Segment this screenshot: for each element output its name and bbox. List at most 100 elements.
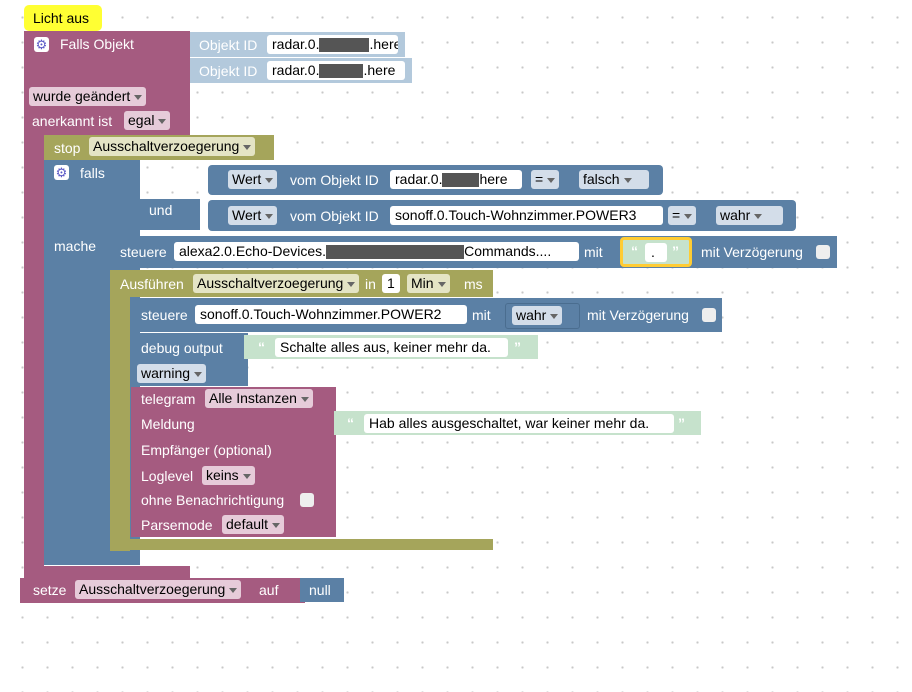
- timeout-left-bar: [110, 270, 130, 551]
- telegram-instance-value: Alle Instanzen: [209, 390, 297, 406]
- close-quote-icon: ”: [514, 339, 521, 355]
- chevron-down-icon: [134, 94, 143, 100]
- open-quote-icon: “: [347, 415, 354, 431]
- ack-dropdown[interactable]: egal: [124, 111, 171, 130]
- cond1-value-label: Wert: [232, 171, 262, 187]
- do-label: mache: [54, 238, 97, 254]
- control-sonoff-value-dropdown[interactable]: wahr: [512, 306, 563, 325]
- timeout-ms-label: ms: [464, 276, 483, 292]
- control-sonoff-label: steuere: [141, 307, 188, 323]
- control-sonoff-object-text: sonoff.0.Touch-Wohnzimmer.POWER2: [200, 306, 442, 322]
- if-label: falls: [80, 165, 105, 181]
- cond2-value-dropdown[interactable]: Wert: [228, 206, 278, 225]
- control-alexa-object-prefix: alexa2.0.Echo-Devices.: [179, 243, 327, 259]
- chevron-down-icon: [300, 396, 309, 402]
- control-alexa-object-suffix: Commands....: [464, 243, 552, 259]
- cond1-op-value: =: [535, 171, 544, 187]
- cond1-compare-value: falsch: [583, 171, 620, 187]
- control-alexa-with-label: mit: [584, 244, 603, 260]
- cond1-value-dropdown[interactable]: Wert: [228, 170, 278, 189]
- object-id-field-1[interactable]: radar.0. .here: [267, 35, 398, 54]
- telegram-message-label: Meldung: [141, 416, 195, 432]
- telegram-parsemode-value: default: [226, 516, 269, 532]
- timeout-amount-field[interactable]: 1: [382, 274, 400, 293]
- timeout-timer-dropdown[interactable]: Ausschaltverzoegerung: [193, 274, 360, 293]
- chevron-down-icon: [158, 118, 167, 124]
- gear-icon[interactable]: ⚙: [54, 165, 69, 180]
- script-title: Licht aus: [33, 10, 90, 26]
- open-quote-icon: “: [631, 243, 638, 259]
- debug-label: debug output: [141, 340, 223, 356]
- chevron-down-icon: [550, 313, 559, 319]
- stop-label: stop: [54, 140, 81, 156]
- redacted-mark: [319, 38, 370, 53]
- timeout-timer-value: Ausschaltverzoegerung: [197, 275, 344, 291]
- chevron-down-icon: [265, 177, 274, 183]
- object-id-text-1: radar.0.: [272, 36, 320, 52]
- cond2-value-label: Wert: [232, 207, 262, 223]
- chevron-down-icon: [754, 213, 763, 219]
- and-block[interactable]: [140, 199, 200, 230]
- object-id-suffix-1: .here: [369, 36, 398, 52]
- chevron-down-icon: [272, 522, 281, 528]
- chevron-down-icon: [243, 144, 252, 150]
- telegram-recipient-label: Empfänger (optional): [141, 442, 272, 458]
- trigger-bottom: [24, 566, 190, 578]
- telegram-parsemode-dropdown[interactable]: default: [222, 515, 285, 534]
- debug-level-value: warning: [141, 365, 191, 381]
- debug-level-dropdown[interactable]: warning: [137, 364, 207, 383]
- control-alexa-label: steuere: [120, 244, 167, 260]
- timeout-unit-dropdown[interactable]: Min: [407, 274, 450, 293]
- control-alexa-value[interactable]: .: [645, 243, 667, 262]
- object-id-field-2[interactable]: radar.0..here: [267, 61, 405, 80]
- control-sonoff-delay-checkbox[interactable]: [702, 308, 716, 322]
- timeout-bottom: [110, 539, 493, 550]
- script-title-block[interactable]: Licht aus: [24, 5, 102, 31]
- stop-timer-value: Ausschaltverzoegerung: [93, 138, 240, 154]
- chevron-down-icon: [684, 213, 693, 219]
- cond1-compare-dropdown[interactable]: falsch: [579, 170, 649, 189]
- redacted-mark: [442, 173, 480, 188]
- set-var-variable-dropdown[interactable]: Ausschaltverzoegerung: [75, 580, 242, 599]
- telegram-block[interactable]: [131, 387, 336, 537]
- cond2-object-field[interactable]: sonoff.0.Touch-Wohnzimmer.POWER3: [390, 206, 663, 225]
- telegram-message-field[interactable]: Hab alles ausgeschaltet, war keiner mehr…: [364, 414, 674, 433]
- chevron-down-icon: [547, 177, 556, 183]
- set-var-to-label: auf: [259, 582, 279, 598]
- cond1-object-text: radar.0.: [395, 171, 443, 187]
- telegram-silent-checkbox[interactable]: [300, 493, 314, 507]
- cond2-compare-value: wahr: [720, 207, 751, 223]
- cond2-op-value: =: [672, 207, 681, 223]
- chevron-down-icon: [347, 281, 356, 287]
- cond2-object-text: sonoff.0.Touch-Wohnzimmer.POWER3: [395, 207, 637, 223]
- object-id-label-2: Objekt ID: [199, 63, 258, 79]
- cond1-from-label: vom Objekt ID: [290, 172, 379, 188]
- changed-dropdown-value: wurde geändert: [33, 88, 131, 104]
- object-id-suffix-2: .here: [363, 62, 396, 78]
- trigger-left-bar: [24, 31, 44, 577]
- cond1-object-field[interactable]: radar.0.here: [390, 170, 522, 189]
- chevron-down-icon: [242, 473, 251, 479]
- control-sonoff-object-field[interactable]: sonoff.0.Touch-Wohnzimmer.POWER2: [195, 305, 467, 324]
- ack-label: anerkannt ist: [32, 113, 113, 129]
- set-var-label: setze: [33, 582, 67, 598]
- changed-dropdown[interactable]: wurde geändert: [29, 87, 147, 106]
- telegram-loglevel-label: Loglevel: [141, 468, 194, 484]
- control-alexa-delay-checkbox[interactable]: [816, 245, 830, 259]
- control-alexa-object-field[interactable]: alexa2.0.Echo-Devices. Commands....: [174, 242, 579, 261]
- stop-timer-dropdown[interactable]: Ausschaltverzoegerung: [89, 137, 256, 156]
- cond2-op-dropdown[interactable]: =: [668, 206, 697, 225]
- telegram-loglevel-dropdown[interactable]: keins: [202, 466, 255, 485]
- telegram-instance-dropdown[interactable]: Alle Instanzen: [205, 389, 313, 408]
- debug-text-field[interactable]: Schalte alles aus, keiner mehr da.: [275, 338, 508, 357]
- timeout-unit-value: Min: [411, 275, 434, 291]
- cond1-op-dropdown[interactable]: =: [531, 170, 560, 189]
- close-quote-icon: ”: [672, 243, 679, 259]
- set-var-value-block[interactable]: [300, 578, 344, 602]
- cond2-compare-dropdown[interactable]: wahr: [716, 206, 783, 225]
- set-var-variable-value: Ausschaltverzoegerung: [79, 581, 226, 597]
- gear-icon[interactable]: ⚙: [34, 37, 49, 52]
- telegram-parsemode-label: Parsemode: [141, 517, 213, 533]
- timeout-label: Ausführen: [120, 276, 184, 292]
- close-quote-icon: ”: [678, 415, 685, 431]
